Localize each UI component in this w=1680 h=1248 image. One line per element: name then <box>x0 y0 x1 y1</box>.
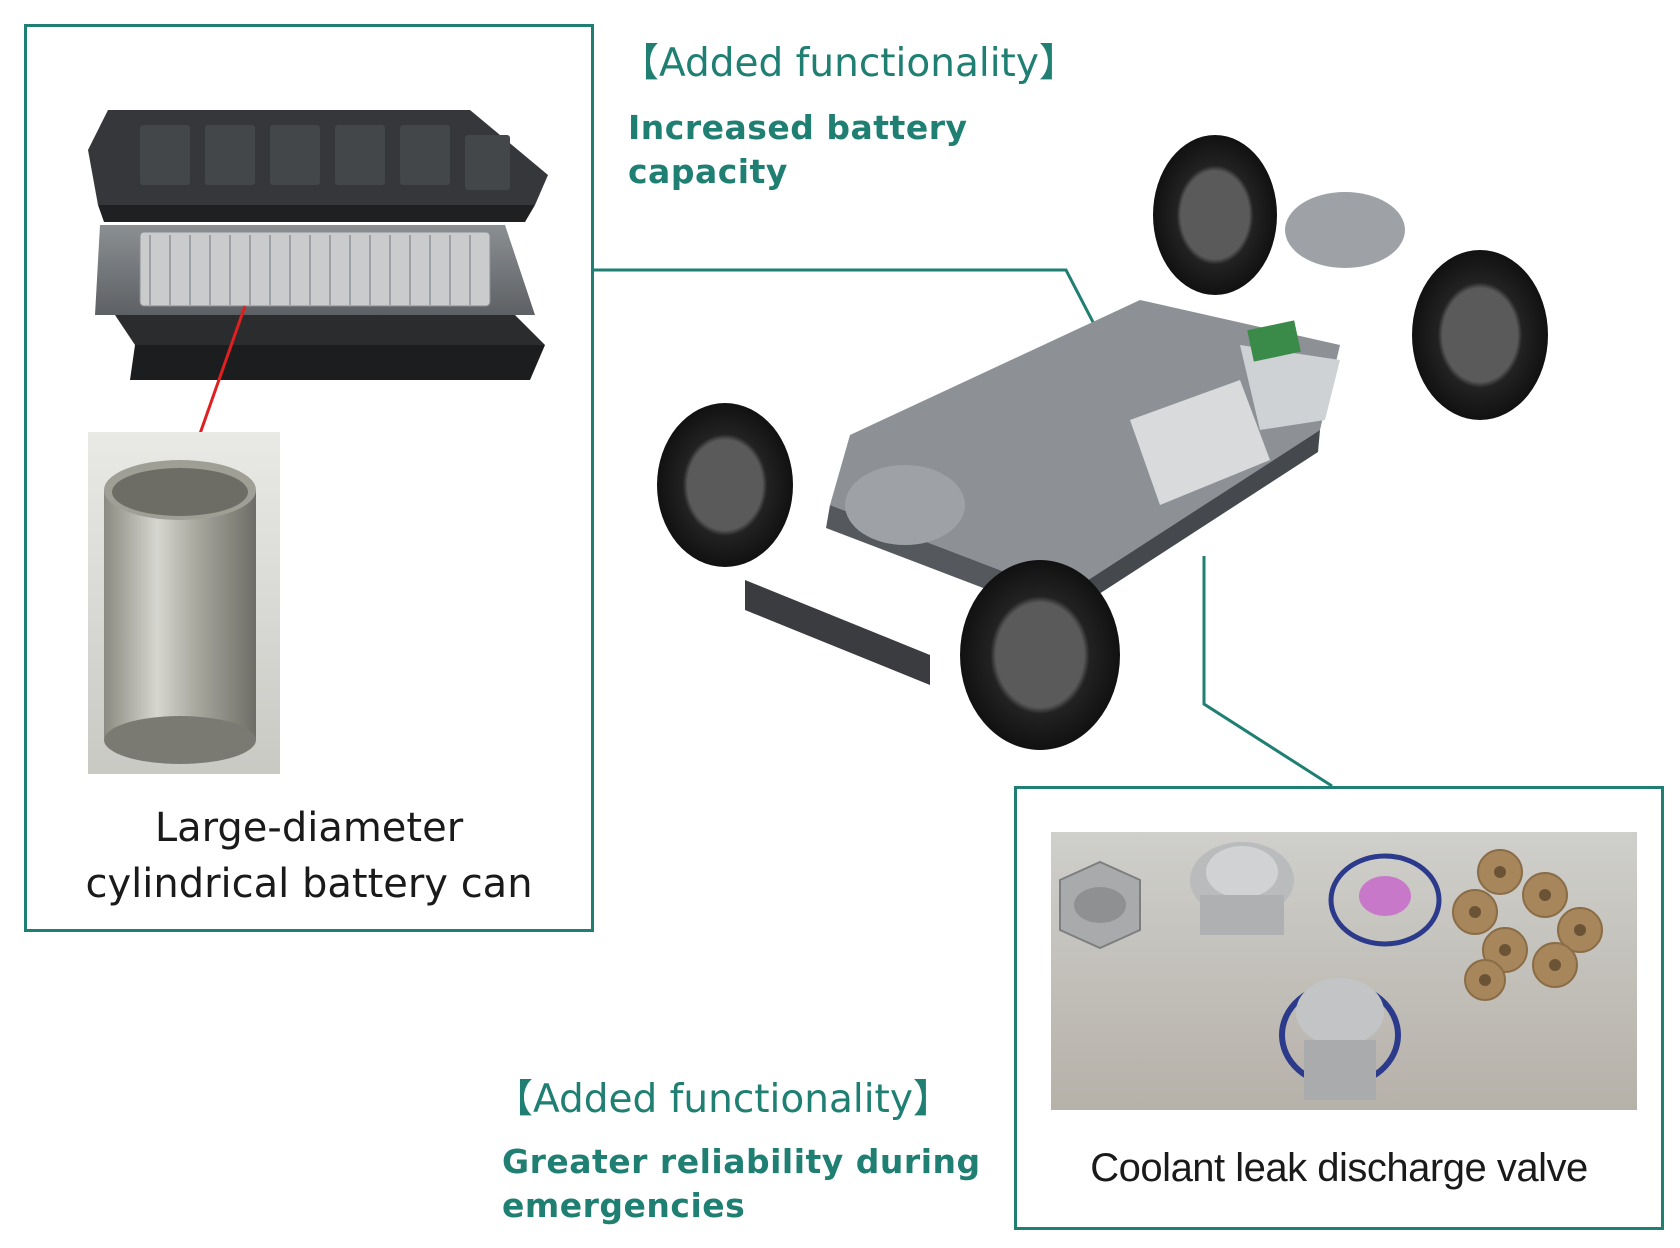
top-callout-heading: 【Added functionality】 <box>620 41 1078 86</box>
bottom-callout-desc-line1: Greater reliability during <box>502 1142 981 1181</box>
ev-chassis-image <box>657 135 1548 750</box>
coolant-valve-caption: Coolant leak discharge valve <box>1090 1146 1588 1190</box>
coolant-valve-panel <box>1014 786 1664 1230</box>
battery-can-image <box>88 432 280 774</box>
battery-can-panel <box>24 24 594 932</box>
battery-pack-image <box>88 110 548 380</box>
battery-can-caption: Large-diameter cylindrical battery can <box>24 800 594 912</box>
top-callout-desc-line2: capacity <box>628 152 788 191</box>
bottom-callout-description: Greater reliability during emergencies <box>502 1140 1002 1228</box>
connector-line-valve <box>1202 556 1333 788</box>
top-callout-desc-line1: Increased battery <box>628 108 968 147</box>
battery-can-caption-line1: Large-diameter <box>154 805 464 851</box>
top-callout-description: Increased battery capacity <box>628 106 1028 194</box>
battery-can-caption-line2: cylindrical battery can <box>85 861 533 907</box>
bottom-callout-heading: 【Added functionality】 <box>494 1077 952 1122</box>
bottom-callout-desc-line2: emergencies <box>502 1186 746 1225</box>
coolant-valve-image <box>1051 832 1637 1110</box>
